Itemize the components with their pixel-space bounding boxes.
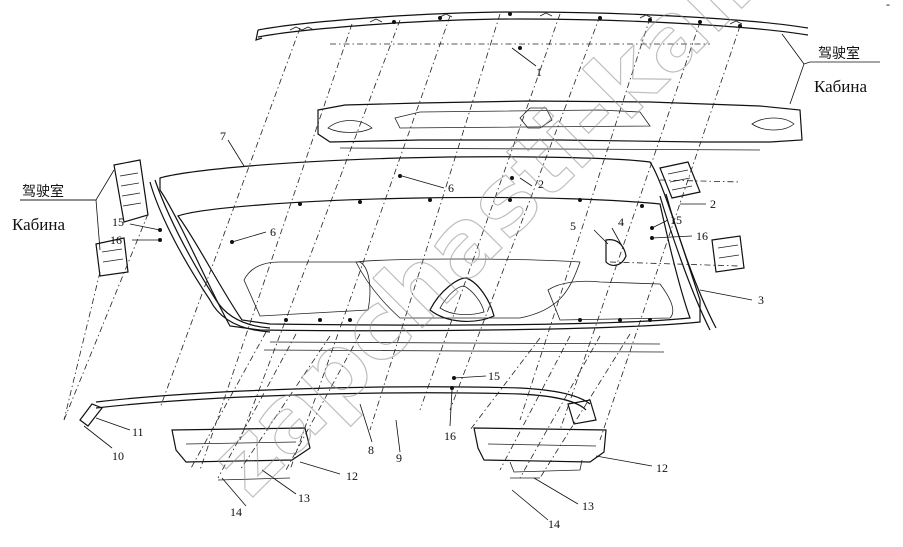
part-label-14a: 14 — [230, 505, 242, 519]
part-label-12a: 12 — [346, 469, 358, 483]
part-label-13b: 13 — [582, 499, 594, 513]
assembly-guidelines — [63, 13, 741, 481]
part-label-13a: 13 — [298, 491, 310, 505]
part-label-2a: 2 — [538, 177, 544, 191]
part-label-16a: 16 — [110, 233, 122, 247]
part-label-6a: 6 — [448, 181, 454, 195]
part-label-3: 3 — [758, 293, 764, 307]
part-label-9: 9 — [396, 451, 402, 465]
cabin-label-left: 驾驶室 Кабина — [12, 183, 96, 234]
cabin-label-left-ru: Кабина — [12, 215, 66, 234]
part-label-15a: 15 — [112, 215, 124, 229]
watermark: zapchasti-kamaz.ru — [190, 0, 903, 516]
part-label-2b: 2 — [710, 197, 716, 211]
part-label-1: 1 — [536, 65, 542, 79]
cabin-label-right-cn: 驾驶室 — [818, 45, 860, 62]
part-label-5: 5 — [570, 219, 576, 233]
part-label-16c: 16 — [444, 429, 456, 443]
part-label-15b: 15 — [670, 213, 682, 227]
part-label-15c: 15 — [488, 369, 500, 383]
part-label-6b: 6 — [270, 225, 276, 239]
part-label-16b: 16 — [696, 229, 708, 243]
cabin-label-right: 驾驶室 Кабина — [814, 45, 868, 96]
roof-rail-part-1 — [255, 11, 809, 41]
part-label-14b: 14 — [548, 517, 560, 531]
part-label-11: 11 — [132, 425, 144, 439]
right-brackets — [659, 161, 745, 273]
part-label-8: 8 — [368, 443, 374, 457]
part-label-7: 7 — [220, 129, 226, 143]
cabin-label-left-cn: 驾驶室 — [22, 183, 64, 200]
part-label-12b: 12 — [656, 461, 668, 475]
upper-frame-panel — [317, 100, 803, 151]
corner-mark: - — [886, 0, 890, 11]
part-labels: 1 2 2 3 4 5 6 6 7 8 9 10 11 12 12 13 13 … — [110, 65, 764, 531]
windshield-glass — [149, 156, 717, 333]
cabin-label-right-ru: Кабина — [814, 77, 868, 96]
part-label-10: 10 — [112, 449, 124, 463]
part-label-4: 4 — [618, 215, 624, 229]
leader-lines — [20, 33, 880, 521]
lower-trim-rail — [79, 386, 597, 427]
